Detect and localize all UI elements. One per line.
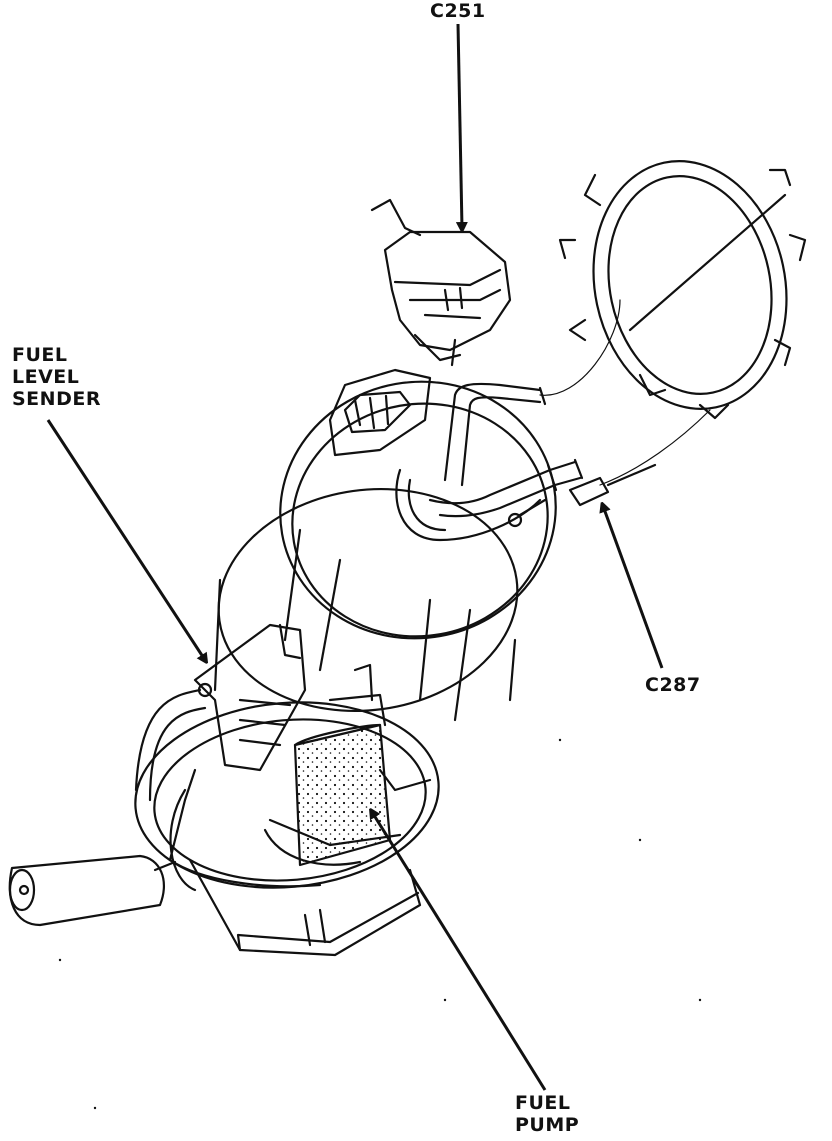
fuel-pump-arrow: [372, 812, 547, 1091]
pump-cylinder: [213, 487, 519, 722]
assembly-guide-lines: [539, 299, 711, 486]
c287-connector: [568, 463, 657, 507]
flange-connector: [328, 368, 432, 457]
sender-arm: [168, 623, 307, 892]
pickup-strainer: [263, 768, 432, 866]
fuel-level-sender-arrow: [46, 419, 205, 660]
fuel-level-sender-label: FUEL LEVEL SENDER: [12, 344, 101, 410]
fuel-pump-body: [268, 663, 402, 867]
lock-ring: [558, 160, 807, 420]
c251-arrow: [458, 23, 462, 228]
c287-arrow: [603, 506, 664, 669]
ground-bolt: [507, 498, 547, 528]
print-specks: [58, 738, 702, 1110]
fuel-tubes: [428, 382, 584, 518]
sender-float: [8, 854, 177, 927]
reservoir-bucket: [134, 688, 440, 889]
fuel-pump-label: FUEL PUMP: [515, 1092, 580, 1136]
c287-label: C287: [645, 674, 701, 696]
reservoir-tray: [188, 858, 422, 957]
c251-connector: [370, 198, 512, 367]
c251-label: C251: [430, 0, 486, 22]
